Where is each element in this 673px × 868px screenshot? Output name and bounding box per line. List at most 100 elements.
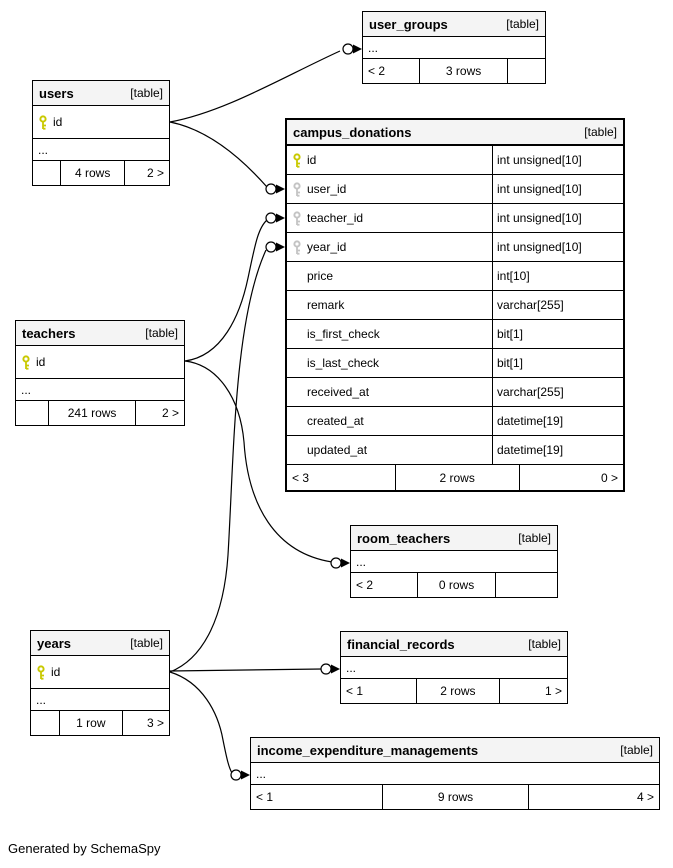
column-row-id: id [33,106,169,139]
column-type: datetime[19] [492,407,623,435]
column-row-is_first_check: is_first_check bit[1] [287,320,623,349]
column-row-remark: remark varchar[255] [287,291,623,320]
column-row-year_id: year_id int unsigned[10] [287,233,623,262]
footer-children: 0 > [518,465,623,490]
relationship-teachers-campus_donations [184,212,285,362]
column-type: int unsigned[10] [492,233,623,261]
footer-parents: < 1 [256,790,274,804]
column-type: bit[1] [492,320,623,348]
footer-children [495,573,557,597]
table-tag: [table] [518,531,551,545]
table-tag: [table] [506,17,539,31]
table-header: teachers [table] [16,321,184,346]
relationship-years-financial_records [169,663,340,675]
table-campus_donations[interactable]: campus_donations [table] id int unsigned… [285,118,625,492]
table-users[interactable]: users [table] id ... 4 rows 2 > [32,80,170,186]
column-row-id: id int unsigned[10] [287,146,623,175]
footer-parents [33,161,60,185]
column-row-received_at: received_at varchar[255] [287,378,623,407]
footer-rowcount: 3 rows [419,59,506,83]
column-row-price: price int[10] [287,262,623,291]
footer-parents [16,401,48,425]
column-name: is_first_check [307,327,380,341]
table-header: users [table] [33,81,169,106]
table-name-link[interactable]: room_teachers [357,530,451,546]
table-name-link[interactable]: teachers [22,325,76,341]
column-type: int[10] [492,262,623,290]
column-name: user_id [307,182,347,196]
collapsed-columns-row: ... [363,37,545,59]
column-type: int unsigned[10] [492,175,623,203]
column-name: id [51,665,61,679]
collapsed-columns-row: ... [31,689,169,711]
column-name: remark [307,298,345,312]
column-type: int unsigned[10] [492,146,623,174]
table-footer: 241 rows 2 > [16,401,184,425]
footer-parents [31,711,59,735]
collapsed-columns-row: ... [341,657,567,679]
relationship-users-user_groups [169,43,362,123]
footer-children: 1 > [499,679,567,703]
column-name: updated_at [307,443,368,457]
primary-key-icon [21,354,36,370]
collapsed-columns-row: ... [16,379,184,401]
collapsed-columns-row: ... [351,551,557,573]
table-user_groups[interactable]: user_groups [table] ... < 2 3 rows [362,11,546,84]
footer-rowcount: 1 row [58,711,122,735]
table-header: room_teachers [table] [351,526,557,551]
column-name: id [36,355,46,369]
column-name: received_at [307,385,370,399]
table-header: user_groups [table] [363,12,545,37]
column-name: id [307,153,317,167]
table-name-link[interactable]: user_groups [369,16,448,32]
column-row-id: id [16,346,184,379]
footer-children: 3 > [122,711,169,735]
table-header: income_expenditure_managements [table] [251,738,659,763]
table-tag: [table] [528,637,561,651]
footer-children: 4 > [528,785,659,809]
footer-rowcount: 2 rows [415,679,500,703]
column-name: price [307,269,334,283]
column-name: created_at [307,414,364,428]
table-name-link[interactable]: users [39,85,74,101]
table-years[interactable]: years [table] id ... 1 row 3 > [30,630,170,736]
footer-parents: < 2 [356,578,374,592]
foreign-key-icon [292,181,307,197]
column-name: year_id [307,240,347,254]
footer-children: 2 > [124,161,169,185]
table-room_teachers[interactable]: room_teachers [table] ... < 2 0 rows [350,525,558,598]
footer-rowcount: 9 rows [381,785,529,809]
table-financial_records[interactable]: financial_records [table] ... < 1 2 rows… [340,631,568,704]
column-row-teacher_id: teacher_id int unsigned[10] [287,204,623,233]
table-name-link[interactable]: campus_donations [293,124,412,140]
foreign-key-icon [292,210,307,226]
table-tag: [table] [620,743,653,757]
footer-children [506,59,545,83]
footer-parents: < 3 [292,470,310,485]
collapsed-columns-row: ... [33,139,169,161]
table-income_expenditure_managements[interactable]: income_expenditure_managements [table] .… [250,737,660,810]
table-name-link[interactable]: years [37,635,71,651]
footer-rowcount: 4 rows [60,161,124,185]
footer-parents: < 2 [368,64,386,78]
table-name-link[interactable]: income_expenditure_managements [257,742,479,758]
table-teachers[interactable]: teachers [table] id ... 241 rows 2 > [15,320,185,426]
primary-key-icon [38,114,53,130]
column-type: bit[1] [492,349,623,377]
relationship-years-income_expenditure_managements [169,671,250,781]
column-type: int unsigned[10] [492,204,623,232]
column-row-is_last_check: is_last_check bit[1] [287,349,623,378]
column-type: varchar[255] [492,378,623,406]
relationship-years-campus_donations [169,241,285,673]
footer-parents: < 1 [346,684,364,698]
table-footer: < 1 9 rows 4 > [251,785,659,809]
table-footer: 4 rows 2 > [33,161,169,185]
column-row-updated_at: updated_at datetime[19] [287,436,623,465]
column-row-created_at: created_at datetime[19] [287,407,623,436]
column-type: varchar[255] [492,291,623,319]
table-name-link[interactable]: financial_records [347,636,455,652]
column-name: teacher_id [307,211,364,225]
column-name: id [53,115,63,129]
column-name: is_last_check [307,356,380,370]
